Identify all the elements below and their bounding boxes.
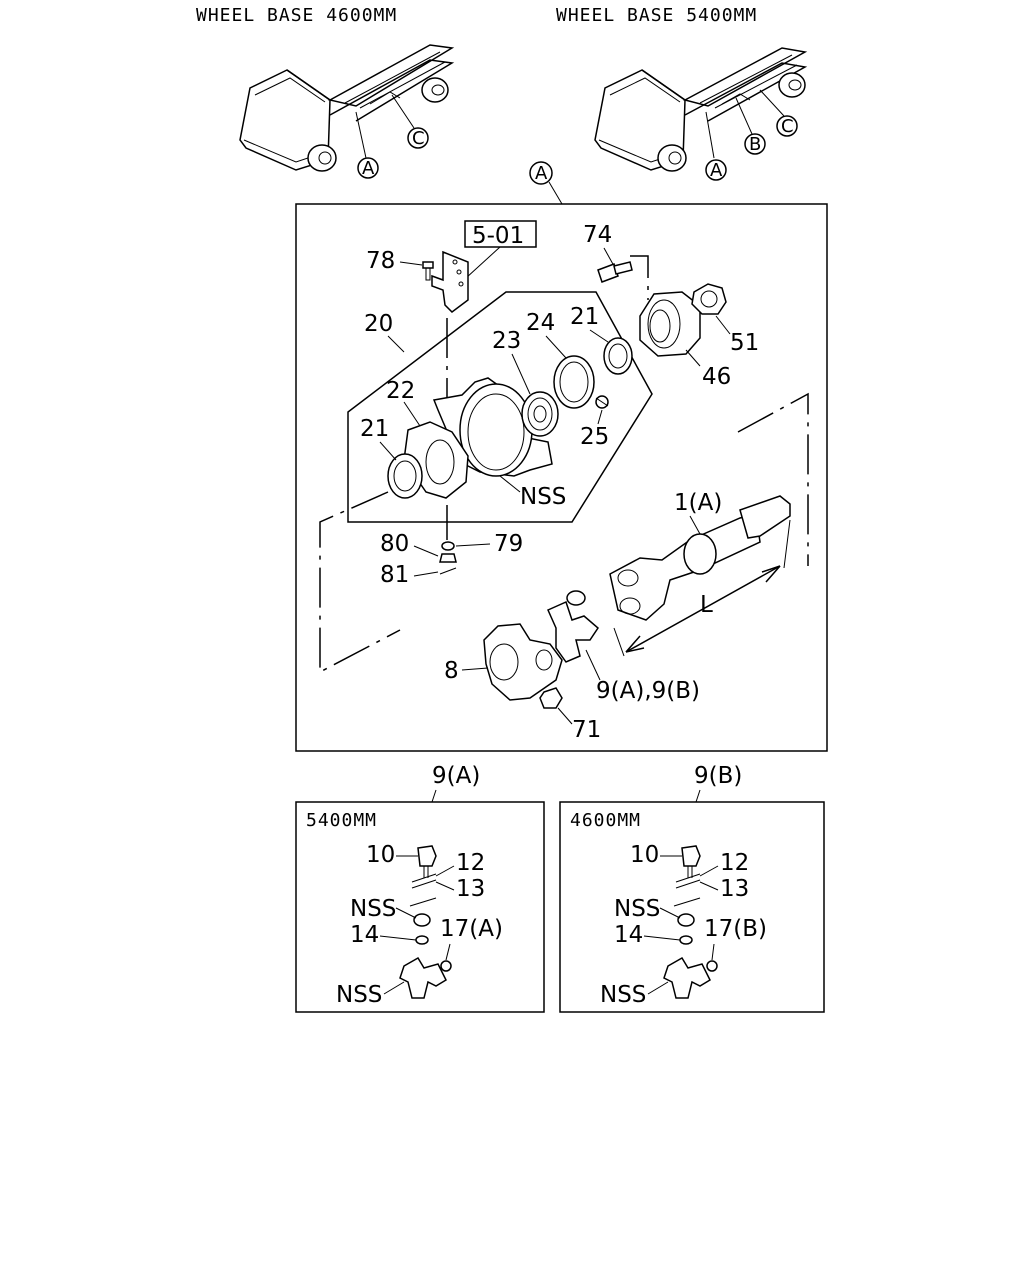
detail-b-17-label: 17(B) — [704, 916, 767, 942]
part-22-label: 22 — [386, 378, 415, 404]
grease-fitting-17a — [440, 960, 452, 972]
part-23-label: 23 — [492, 328, 521, 354]
callout-b-right-label: B — [749, 134, 761, 155]
front-wheel-icon-right — [657, 144, 687, 172]
callout-a-left — [357, 157, 379, 179]
support-ring-icon — [459, 383, 533, 477]
callout-b-right — [744, 133, 766, 155]
part-20-label: 20 — [364, 311, 393, 337]
part-21-left-label: 21 — [360, 416, 389, 442]
propeller-shaft-1a — [609, 513, 761, 621]
seal-14-a — [415, 935, 429, 945]
callout-a-main-label: A — [535, 163, 548, 184]
detail-9b-frame — [559, 801, 825, 1013]
detail-9b-title: 9(B) — [694, 763, 742, 789]
detail-b-14-label: 14 — [614, 922, 643, 948]
bolt-74 — [597, 263, 619, 283]
detail-a-17-label: 17(A) — [440, 916, 503, 942]
detail-9b-label: 4600MM — [570, 810, 641, 831]
header-wheel-base-4600: WHEEL BASE 4600MM — [196, 5, 397, 26]
truck-illustration-5400: A B C — [594, 47, 808, 181]
header-wheel-base-5400: WHEEL BASE 5400MM — [556, 5, 757, 26]
detail-b-nss1-label: NSS — [614, 896, 660, 922]
rear-wheel-icon — [421, 77, 449, 103]
detail-a-14-label: 14 — [350, 922, 379, 948]
callout-a-right — [705, 159, 727, 181]
part-21-top-label: 21 — [570, 304, 599, 330]
detail-9a-title: 9(A) — [432, 763, 480, 789]
part-80-label: 80 — [380, 531, 409, 557]
nut-80 — [439, 553, 457, 563]
part-78-label: 78 — [366, 248, 395, 274]
detail-b-10-label: 10 — [630, 842, 659, 868]
ring-24 — [553, 355, 595, 409]
spider-cross-a — [399, 956, 447, 999]
detail-a-nss1-label: NSS — [350, 896, 396, 922]
bearing-23 — [521, 391, 559, 437]
part-1a-label: 1(A) — [674, 490, 722, 516]
bolt-10-a — [417, 845, 437, 867]
detail-9b-parts — [663, 845, 718, 999]
part-nss-main-label: NSS — [520, 484, 566, 510]
nut-51 — [691, 283, 727, 315]
detail-b-12-label: 12 — [720, 850, 749, 876]
callout-a-right-label: A — [710, 160, 723, 181]
callout-a-main — [529, 161, 553, 185]
washer-79 — [441, 541, 455, 551]
front-wheel-icon — [307, 144, 337, 172]
mounting-bracket — [431, 250, 469, 313]
detail-a-10-label: 10 — [366, 842, 395, 868]
detail-9a-label: 5400MM — [306, 810, 377, 831]
bearing-cap-b — [677, 913, 695, 927]
detail-b-nss2-label: NSS — [600, 982, 646, 1008]
callout-c-left-label: C — [412, 128, 425, 149]
bearing-cap-a — [413, 913, 431, 927]
grease-fitting-17b — [706, 960, 718, 972]
detail-b-13-label: 13 — [720, 876, 749, 902]
part-46-label: 46 — [702, 364, 731, 390]
rear-wheel-icon-right — [778, 72, 806, 98]
universal-joint-9 — [547, 600, 599, 663]
part-24-label: 24 — [526, 310, 555, 336]
part-81-label: 81 — [380, 562, 409, 588]
part-25-label: 25 — [580, 424, 609, 450]
part-9ab-label: 9(A),9(B) — [596, 678, 700, 704]
part-71-label: 71 — [572, 717, 601, 743]
callout-c-right-label: C — [781, 116, 794, 137]
part-8-label: 8 — [444, 658, 459, 684]
main-assembly-frame — [295, 203, 828, 752]
callout-c-right — [776, 115, 798, 137]
length-dimension-label: L — [700, 592, 713, 618]
nut-71 — [539, 687, 563, 709]
seal-21-left — [387, 453, 423, 499]
part-74-label: 74 — [583, 222, 612, 248]
part-79-label: 79 — [494, 531, 523, 557]
bolt-10-b — [681, 845, 701, 867]
spider-cross-b — [663, 956, 711, 999]
callout-a-left-label: A — [362, 158, 375, 179]
yoke-flange-8 — [483, 623, 563, 701]
reference-box-label: 5-01 — [472, 223, 524, 249]
bearing-assembly-outline — [347, 291, 653, 523]
detail-a-12-label: 12 — [456, 850, 485, 876]
seal-14-b — [679, 935, 693, 945]
part-51-label: 51 — [730, 330, 759, 356]
seal-21-top — [603, 337, 633, 375]
detail-9a-parts — [399, 845, 452, 999]
reference-box — [464, 220, 537, 248]
detail-a-nss2-label: NSS — [336, 982, 382, 1008]
detail-a-13-label: 13 — [456, 876, 485, 902]
callout-c-left — [407, 127, 429, 149]
truck-illustration-4600: A C — [239, 44, 455, 179]
detail-9a-frame — [295, 801, 545, 1013]
